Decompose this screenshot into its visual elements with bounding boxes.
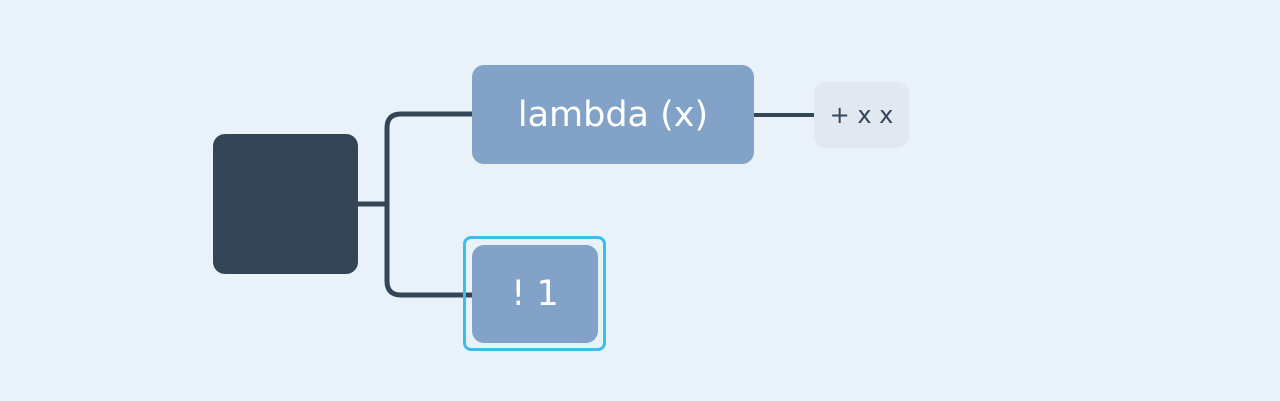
lambda-node[interactable]: lambda (x)	[472, 65, 754, 164]
lambda-body-node[interactable]: + x x	[814, 82, 909, 148]
root-to-bang-line	[384, 201, 475, 298]
lambda-node-label: lambda (x)	[517, 94, 709, 135]
selection-highlight	[463, 236, 606, 351]
lambda-body-node-label: + x x	[829, 101, 894, 129]
bang-node-label: ! 1	[511, 274, 559, 314]
root-to-lambda-line	[384, 111, 475, 207]
root-node[interactable]	[213, 134, 358, 274]
bang-node[interactable]: ! 1	[472, 245, 598, 343]
